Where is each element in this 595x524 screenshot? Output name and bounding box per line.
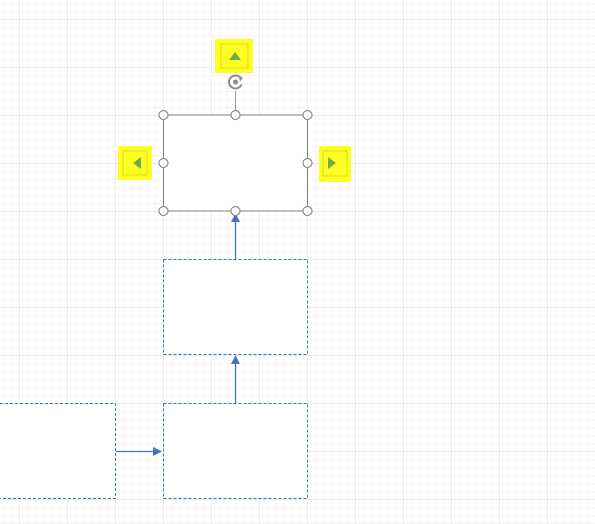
resize-handle-left[interactable] — [158, 157, 169, 169]
quick-add-arrow-left-icon[interactable] — [118, 146, 152, 180]
resize-handle-top-right[interactable] — [302, 109, 313, 121]
resize-handle-top[interactable] — [230, 109, 241, 121]
selected-box[interactable] — [163, 114, 308, 212]
bottom-box[interactable] — [163, 403, 308, 499]
quick-add-arrow-up-icon[interactable] — [215, 39, 253, 73]
resize-handle-right[interactable] — [302, 157, 313, 169]
resize-handle-top-left[interactable] — [158, 109, 169, 121]
left-box[interactable] — [0, 403, 116, 499]
quick-add-arrow-right-icon[interactable] — [319, 146, 351, 182]
resize-handles — [158, 109, 313, 217]
resize-handle-bottom-left[interactable] — [158, 205, 169, 217]
middle-box[interactable] — [163, 259, 308, 355]
resize-handle-bottom-right[interactable] — [302, 205, 313, 217]
connectors — [116, 213, 241, 457]
resize-handle-bottom[interactable] — [230, 205, 241, 217]
rotate-icon[interactable] — [227, 74, 244, 90]
